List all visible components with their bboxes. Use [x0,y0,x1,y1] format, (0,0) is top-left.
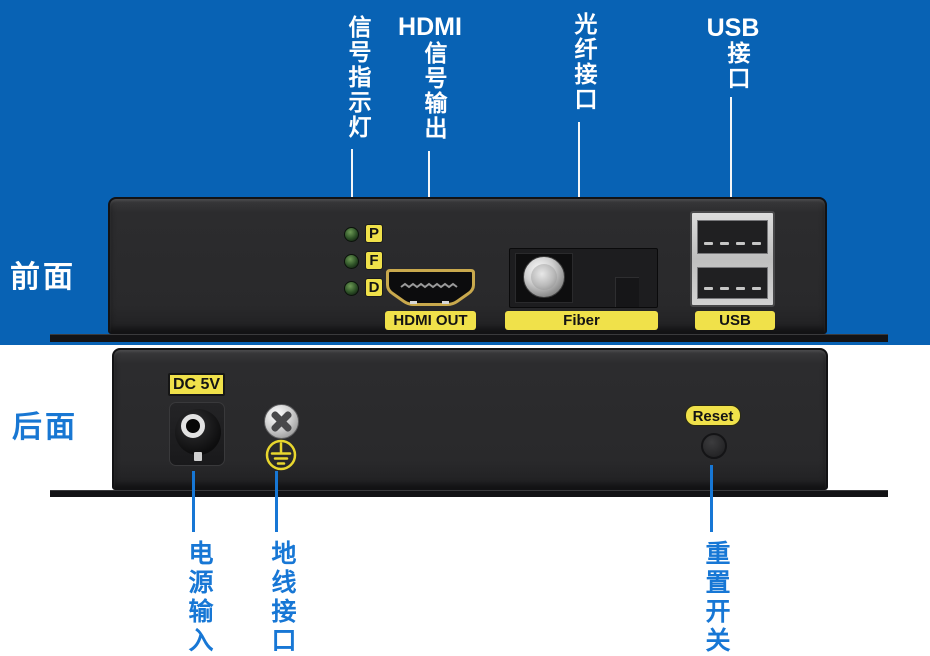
fiber-barrel-icon [523,256,565,298]
front-mounting-flange [50,334,888,342]
annotation-line-reset [710,465,713,532]
annotation-hdmi-cjk: 信号输出 [421,41,447,141]
rear-mounting-flange [50,490,888,497]
hdmi-port-icon [386,269,475,306]
annotation-power-input: 电源输入 [185,540,213,656]
fiber-port [509,248,658,308]
fiber-notch [615,277,639,307]
led-d-tag: D [365,278,383,297]
annotation-hdmi-latin: HDMI [398,13,462,41]
dc-power-label: DC 5V [168,373,225,396]
annotation-usb-latin: USB [706,14,760,42]
usb-port-top [697,220,768,254]
usb-port-label: USB [695,311,775,330]
led-f-icon [344,254,359,269]
annotation-line-ground [275,471,278,532]
front-side-title: 前面 [10,261,76,294]
annotation-line-signal [351,149,353,218]
led-d-icon [344,281,359,296]
led-p-tag: P [365,224,383,243]
annotation-line-usb [730,97,732,205]
annotation-ground-port: 地线接口 [268,540,296,656]
rear-side-title: 后面 [12,411,78,444]
annotation-fiber: 光纤接口 [571,12,597,112]
reset-button [701,433,727,459]
usb-ports [690,211,775,307]
usb-port-bottom [697,267,768,299]
annotation-line-power [192,471,195,532]
led-f-tag: F [365,251,383,270]
annotation-line-fiber [578,122,580,237]
annotation-usb-cjk: 接口 [724,41,750,91]
dc-power-jack [169,402,225,466]
front-panel-device: P F D HDMI OUT Fiber [108,197,827,334]
hdmi-port-label: HDMI OUT [385,311,476,330]
led-p-icon [344,227,359,242]
ground-symbol-icon [265,439,297,471]
annotation-reset-switch: 重置开关 [702,540,730,656]
fiber-port-label: Fiber [505,311,658,330]
rear-panel-device: DC 5V Reset [112,348,828,490]
ground-screw-icon [264,404,299,439]
annotation-signal-leds: 信号指示灯 [345,15,371,140]
reset-label: Reset [685,405,741,426]
